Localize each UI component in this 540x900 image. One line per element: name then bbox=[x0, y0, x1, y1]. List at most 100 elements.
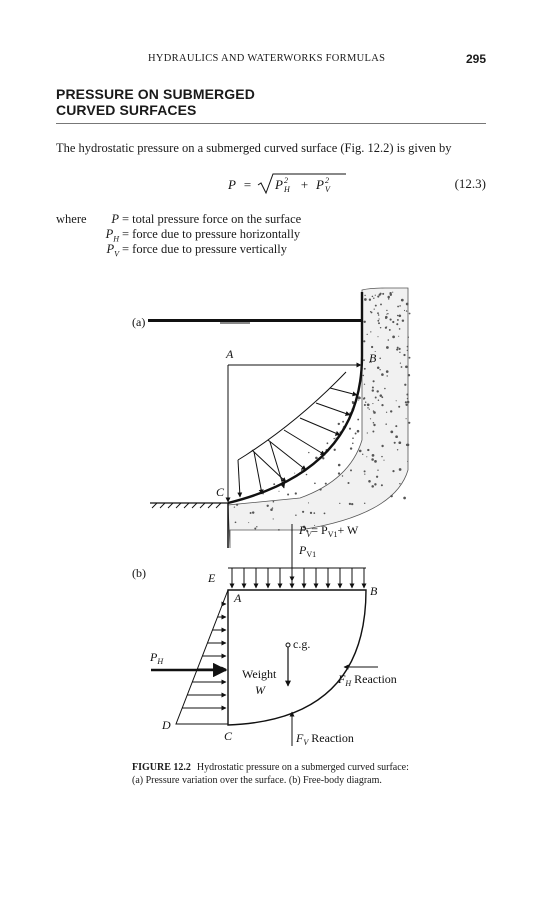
soil-dot bbox=[376, 366, 380, 370]
equation-term2-sub: V bbox=[325, 185, 331, 194]
soil-dot bbox=[377, 312, 379, 315]
soil-dot bbox=[403, 309, 406, 312]
soil-dot bbox=[270, 508, 273, 512]
soil-dot bbox=[408, 312, 411, 315]
soil-stipple bbox=[233, 291, 411, 532]
section-title-line-2: CURVED SURFACES bbox=[56, 102, 197, 118]
soil-dot bbox=[354, 432, 357, 435]
soil-dot bbox=[405, 443, 409, 447]
curved-surface-a bbox=[227, 292, 364, 505]
definition-text: = force due to pressure horizontally bbox=[122, 227, 301, 241]
soil-dot bbox=[406, 400, 410, 404]
equation-lhs: P bbox=[228, 177, 236, 192]
soil-dot bbox=[367, 407, 369, 409]
sqrt-sign bbox=[257, 173, 346, 195]
soil-dot bbox=[377, 399, 380, 401]
soil-dot bbox=[370, 345, 374, 349]
soil-dot bbox=[363, 403, 366, 407]
soil-dot bbox=[319, 488, 322, 491]
soil-dot bbox=[379, 326, 382, 329]
soil-dot bbox=[407, 460, 409, 462]
definition-text: = force due to pressure vertically bbox=[122, 242, 287, 256]
soil-dot bbox=[371, 458, 374, 461]
soil-dot bbox=[348, 427, 352, 430]
soil-dot bbox=[308, 451, 310, 454]
soil-dot bbox=[381, 455, 383, 458]
soil-dot bbox=[337, 422, 341, 426]
soil-dot bbox=[351, 502, 354, 506]
soil-dot bbox=[379, 357, 381, 360]
soil-dot bbox=[366, 403, 370, 407]
equation-term1: P bbox=[274, 177, 283, 192]
soil-dot bbox=[395, 435, 398, 439]
running-head: HYDRAULICS AND WATERWORKS FORMULAS 295 bbox=[58, 52, 486, 68]
equation-body: P = P 2 H + P 2 V bbox=[228, 173, 346, 195]
soil-dot bbox=[379, 394, 383, 397]
soil-dot bbox=[339, 502, 341, 505]
label-point-c-bottom: C bbox=[224, 729, 233, 743]
label-ph: PH bbox=[149, 650, 164, 666]
label-pv-total: PV= PV1+ W bbox=[298, 523, 359, 539]
soil-dot bbox=[398, 441, 402, 445]
intro-paragraph: The hydrostatic pressure on a submerged … bbox=[56, 141, 452, 155]
soil-dot bbox=[398, 328, 401, 330]
soil-dot bbox=[404, 401, 407, 404]
soil-dot bbox=[386, 346, 389, 349]
soil-dot bbox=[324, 482, 327, 485]
soil-dot bbox=[347, 481, 350, 485]
label-point-d: D bbox=[161, 718, 171, 732]
label-pv1: PV1 bbox=[298, 543, 316, 559]
soil-dot bbox=[377, 469, 379, 471]
soil-dot bbox=[408, 356, 411, 359]
soil-dot bbox=[372, 403, 374, 405]
soil-dot bbox=[358, 396, 361, 400]
equation-term1-sub: H bbox=[283, 185, 291, 194]
soil-dot bbox=[349, 447, 353, 450]
soil-dot bbox=[337, 472, 341, 475]
definition-symbol: PV bbox=[106, 242, 119, 259]
soil-dot bbox=[364, 298, 367, 301]
soil-dot bbox=[366, 456, 368, 458]
soil-dot bbox=[405, 302, 409, 306]
pressure-arrow bbox=[269, 441, 286, 489]
soil-dot bbox=[371, 386, 374, 389]
soil-dot bbox=[407, 373, 411, 377]
soil-dot bbox=[314, 524, 316, 526]
label-point-a-top: A bbox=[225, 347, 234, 361]
soil-dot bbox=[389, 318, 392, 321]
pressure-arrows bbox=[237, 387, 358, 498]
label-weight-symbol: W bbox=[255, 683, 266, 697]
soil-dot bbox=[236, 503, 239, 506]
equation-term2-sup: 2 bbox=[325, 176, 329, 185]
soil-dot bbox=[387, 298, 390, 300]
soil-dot bbox=[384, 326, 387, 329]
soil-dot bbox=[399, 362, 402, 364]
soil-dot bbox=[399, 482, 401, 485]
soil-dot bbox=[370, 331, 372, 333]
soil-dot bbox=[377, 314, 380, 316]
soil-dot bbox=[371, 295, 374, 298]
pressure-arrow bbox=[315, 402, 351, 416]
soil-dot bbox=[378, 293, 381, 296]
soil-mass bbox=[227, 287, 409, 549]
pressure-arrow bbox=[329, 387, 358, 397]
pressure-arrow bbox=[299, 417, 341, 436]
soil-dot bbox=[374, 350, 376, 353]
soil-dot bbox=[374, 460, 377, 463]
soil-dot bbox=[377, 319, 380, 322]
soil-dot bbox=[407, 336, 410, 338]
soil-dot bbox=[396, 323, 399, 326]
soil-dot bbox=[350, 469, 352, 472]
soil-dot bbox=[366, 333, 368, 336]
soil-dot bbox=[368, 408, 370, 410]
soil-dot bbox=[397, 305, 400, 308]
soil-dot bbox=[301, 510, 305, 513]
pressure-envelope bbox=[237, 371, 347, 461]
soil-dot bbox=[381, 403, 384, 407]
soil-dot bbox=[313, 512, 316, 514]
soil-dot bbox=[358, 399, 360, 401]
free-body-outline bbox=[227, 589, 367, 726]
soil-dot bbox=[379, 369, 381, 371]
